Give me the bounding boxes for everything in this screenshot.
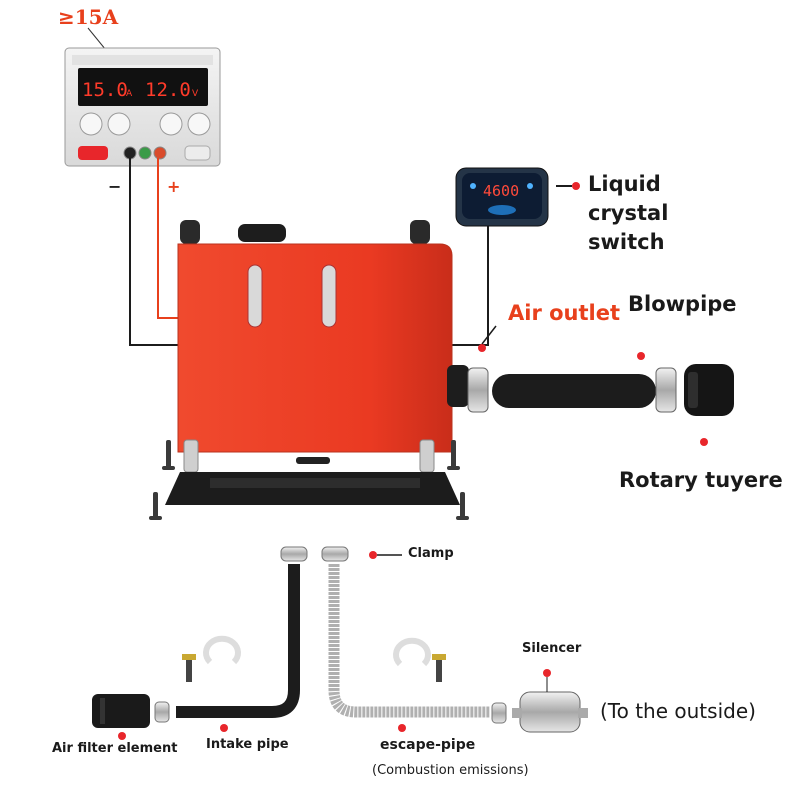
mounting-bolts xyxy=(149,440,469,520)
positive-terminal-label: + xyxy=(167,177,180,196)
rotary-tuyere-label: Rotary tuyere xyxy=(619,468,783,492)
negative-wire xyxy=(129,158,180,346)
psu-voltage-unit: V xyxy=(192,89,199,99)
positive-wire xyxy=(157,158,180,319)
clamps xyxy=(280,546,349,562)
clamp-label: Clamp xyxy=(408,546,454,561)
blowpipe xyxy=(492,374,656,408)
lcd-label-line-3: switch xyxy=(588,230,665,254)
intake-pipe-label: Intake pipe xyxy=(206,737,289,752)
intake-clamp xyxy=(154,701,170,723)
blowpipe-label: Blowpipe xyxy=(628,292,737,316)
power-supply: 15.0 A 12.0 V xyxy=(64,27,221,167)
mount-screws xyxy=(182,635,446,682)
heater-unit xyxy=(149,220,469,520)
psu-positive-post xyxy=(153,146,167,160)
blowpipe-assembly xyxy=(467,364,734,416)
escape-pipe xyxy=(328,564,490,718)
lcd-reading: 4600 xyxy=(483,182,519,200)
to-outside-label: (To the outside) xyxy=(600,699,756,723)
silencer-label: Silencer xyxy=(522,641,582,656)
psu-knob-4[interactable] xyxy=(187,112,211,136)
label-markers xyxy=(118,182,708,740)
psu-knob-2[interactable] xyxy=(107,112,131,136)
psu-current-display: 15.0 xyxy=(82,79,128,101)
psu-current-unit: A xyxy=(126,89,133,99)
air-filter-part xyxy=(92,694,150,728)
lcd-wire xyxy=(450,225,489,346)
exhaust-clamp xyxy=(491,702,507,724)
heater-fill-cap xyxy=(238,224,286,242)
lcd-switch: 4600 xyxy=(455,167,549,227)
blowpipe-clamp xyxy=(655,367,677,413)
negative-terminal-label: − xyxy=(108,177,121,196)
intake-pipe xyxy=(176,564,300,718)
lcd-label-line-2: crystal xyxy=(588,201,669,225)
psu-display-panel xyxy=(78,68,208,106)
silencer-part xyxy=(519,691,581,733)
lcd-switch-label: Liquid crystal switch xyxy=(588,170,688,257)
air-outlet-label: Air outlet xyxy=(508,301,621,325)
lcd-label-line-1: Liquid xyxy=(588,172,661,196)
current-requirement-label: ≥15A xyxy=(58,5,119,29)
psu-negative-post xyxy=(123,146,137,160)
psu-voltage-display: 12.0 xyxy=(145,79,191,101)
psu-knob-3[interactable] xyxy=(159,112,183,136)
heater-air-outlet xyxy=(447,365,469,407)
psu-power-button[interactable] xyxy=(78,146,108,160)
combustion-label: (Combustion emissions) xyxy=(372,763,529,778)
psu-knob-left[interactable] xyxy=(79,112,103,136)
escape-pipe-label: escape-pipe xyxy=(380,737,476,753)
outlet-clamp xyxy=(467,367,489,413)
air-filter-label: Air filter element xyxy=(52,741,178,756)
